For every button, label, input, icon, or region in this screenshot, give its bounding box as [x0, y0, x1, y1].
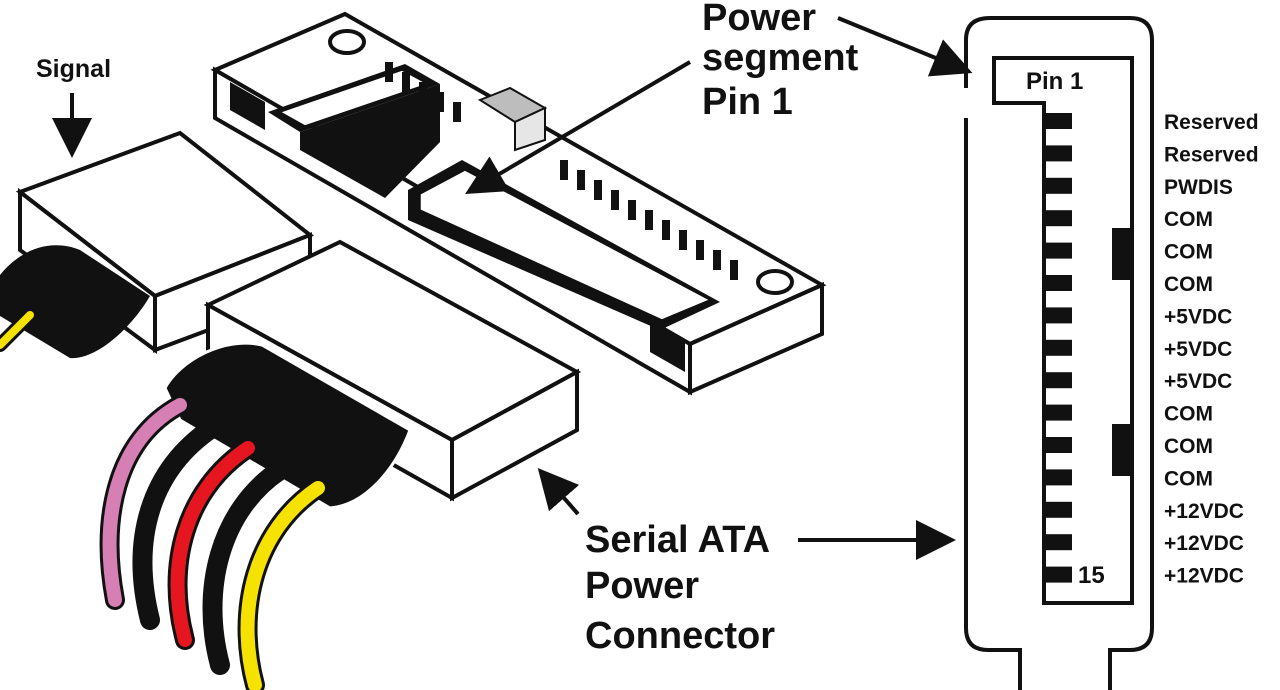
pin-label: +5VDC — [1164, 370, 1232, 393]
wire-black-1 — [132, 418, 222, 630]
power-segment-label-line2: segment — [702, 37, 859, 79]
pin-label: PWDIS — [1164, 176, 1233, 199]
wire-red — [170, 441, 255, 647]
power-wires — [99, 395, 328, 690]
pin1-label: Pin 1 — [1026, 68, 1083, 95]
pin-contact — [1044, 372, 1072, 389]
pin-label: COM — [1164, 467, 1213, 490]
pin-label: COM — [1164, 403, 1213, 426]
pin-label: Reserved — [1164, 143, 1259, 166]
signal-plug — [0, 130, 314, 359]
pin-contact — [1044, 275, 1072, 291]
pin-labels: ReservedReservedPWDISCOMCOMCOM+5VDC+5VDC… — [1164, 111, 1259, 588]
power-segment-label-line3: Pin 1 — [702, 81, 793, 123]
pin-contact — [1044, 339, 1072, 356]
pin-contact — [1044, 210, 1072, 227]
pin15-label: 15 — [1078, 562, 1105, 589]
power-segment-arrow — [465, 60, 692, 195]
wire-yellow — [240, 481, 325, 690]
connector-label-line1: Serial ATA — [585, 519, 770, 561]
power-segment-label-line1: Power — [702, 0, 816, 39]
drive-sata-connector — [210, 11, 827, 396]
connector-label-line2: Power — [585, 565, 699, 607]
pin-label: COM — [1164, 435, 1213, 458]
pinout-schematic: Pin 1 15 — [964, 16, 1154, 690]
pin-label: +12VDC — [1164, 565, 1244, 588]
pin-label: COM — [1164, 241, 1213, 264]
pin-label: Reserved — [1164, 111, 1259, 134]
pin-contact — [1044, 177, 1072, 194]
wire-pink — [102, 398, 187, 607]
pin-contact — [1044, 307, 1072, 324]
pin-label: +5VDC — [1164, 305, 1232, 328]
pin-contact — [1044, 566, 1072, 583]
pin-contact — [1044, 145, 1072, 162]
pin-contact — [1044, 534, 1072, 551]
pin-contact — [1044, 242, 1072, 259]
power-plug — [163, 239, 582, 510]
wire-black-2 — [202, 460, 290, 675]
pin-contacts — [1044, 113, 1072, 583]
signal-label: Signal — [36, 55, 111, 83]
pin-label: +12VDC — [1164, 500, 1244, 523]
pin-contact — [1044, 469, 1072, 486]
pin-label: COM — [1164, 273, 1213, 296]
pin-contact — [1044, 113, 1072, 129]
pin-contact — [1044, 437, 1072, 453]
signal-cable — [0, 245, 150, 359]
power-cable-boot — [163, 341, 412, 510]
pin-contact — [1044, 404, 1072, 421]
connector-label-line3: Connector — [585, 615, 775, 657]
connector-arrow-left — [537, 467, 580, 516]
pin1-arrow — [837, 16, 973, 77]
pin-label: +5VDC — [1164, 338, 1232, 361]
pin-label: +12VDC — [1164, 532, 1244, 555]
pin-contact — [1044, 501, 1072, 518]
pin-label: COM — [1164, 208, 1213, 231]
